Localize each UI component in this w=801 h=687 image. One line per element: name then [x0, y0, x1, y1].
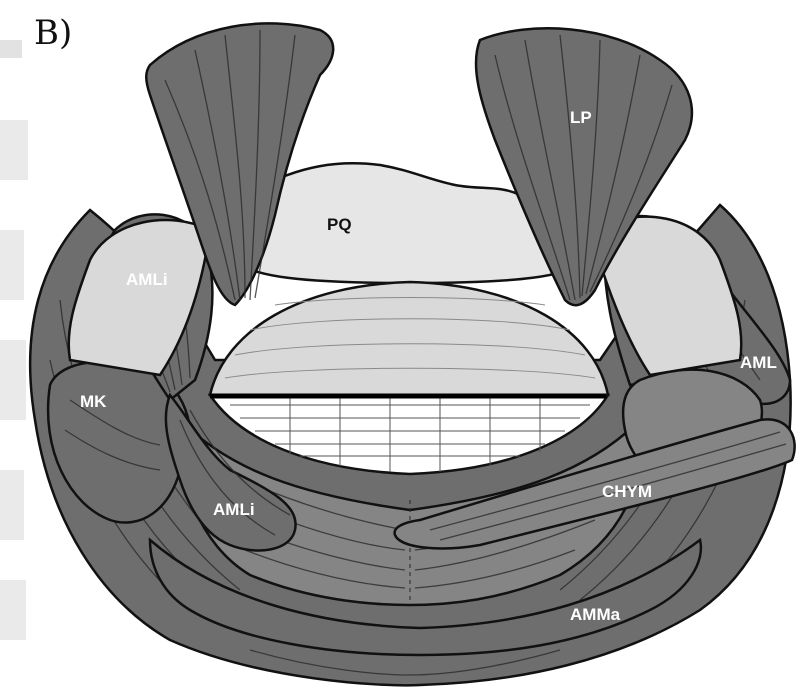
label-lp: LP — [570, 108, 592, 127]
central-dome — [210, 282, 608, 395]
label-amma: AMMa — [570, 605, 621, 624]
panel-label: B) — [34, 13, 72, 53]
label-amli-lower: AMLi — [213, 500, 255, 519]
label-amli-upper: AMLi — [126, 270, 168, 289]
label-pq: PQ — [327, 215, 352, 234]
label-aml-right: AML — [740, 353, 777, 372]
label-mk: MK — [80, 392, 107, 411]
watermark — [0, 40, 28, 640]
label-chym: CHYM — [602, 482, 652, 501]
